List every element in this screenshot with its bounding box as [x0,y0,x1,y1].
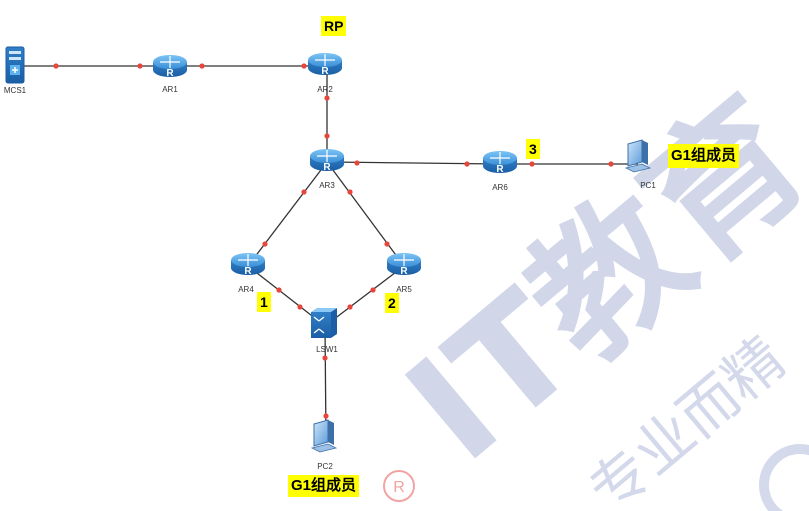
svg-text:R: R [321,66,329,77]
port-dot [199,63,205,69]
router-ar5[interactable]: R AR5 [387,253,421,294]
port-dot [347,304,353,310]
path-number-3: 3 [526,139,540,159]
port-dot [608,161,614,167]
server-icon [5,46,25,84]
computer-icon [310,419,338,453]
port-dot [301,189,307,195]
port-dot [464,161,470,167]
watermark-ring [759,444,809,511]
device-label: AR1 [162,85,178,94]
port-dot [262,241,268,247]
router-ar3[interactable]: R AR3 [310,149,344,190]
group-member-label-pc2: G1组成员 [288,475,360,497]
port-dot [297,304,303,310]
router-ar1[interactable]: R AR1 [153,55,187,94]
port-dot [53,63,59,69]
port-dot [301,63,307,69]
port-dot [347,189,353,195]
port-dot [322,355,328,361]
svg-text:R: R [323,162,331,173]
pc-pc1[interactable]: PC1 [624,139,656,190]
link-ar5-lsw1 [324,265,405,327]
group-member-label-pc1: G1组成员 [668,144,740,168]
port-dot [384,241,390,247]
registered-seal-letter: R [393,479,405,496]
rp-label: RP [321,16,347,36]
svg-text:R: R [496,164,504,175]
router-icon: R [483,151,517,175]
link-ar3-ar4 [247,161,328,267]
device-label: MCS1 [4,86,27,95]
device-label: LSW1 [316,345,338,354]
device-label: AR2 [317,85,333,94]
device-label: AR6 [492,183,508,192]
computer-icon [624,139,652,173]
switch-lsw1[interactable]: LSW1 [311,308,338,354]
router-icon: R [308,53,342,77]
watermark-text: IT教育 [376,67,809,495]
router-icon: R [387,253,421,277]
server-mcs1[interactable]: MCS1 [4,46,27,95]
port-dot [137,63,143,69]
registered-seal: R [383,470,415,502]
pc-pc2[interactable]: PC2 [310,419,338,471]
port-dot [323,413,329,419]
router-icon: R [153,55,187,79]
switch-icon [311,308,337,338]
svg-text:R: R [166,68,174,79]
router-icon: R [231,253,265,277]
device-label: AR5 [396,285,412,294]
path-number-1: 1 [257,292,271,312]
port-dot [276,287,282,293]
router-ar2[interactable]: R AR2 [308,53,342,94]
port-dot [324,133,330,139]
watermark: IT教育 专业而精 R [376,67,809,511]
port-markers [53,63,614,419]
router-ar6[interactable]: R AR6 [483,151,517,192]
router-ar4[interactable]: R AR4 [231,253,265,294]
path-number-2: 2 [385,293,399,313]
port-dot [529,161,535,167]
device-label: PC1 [640,181,656,190]
device-label: AR4 [238,285,254,294]
port-dot [370,287,376,293]
svg-text:R: R [400,266,408,277]
link-ar3-ar5 [326,161,405,267]
router-icon: R [310,149,344,173]
port-dot [324,95,330,101]
device-label: AR3 [319,181,335,190]
device-label: PC2 [317,462,333,471]
links [22,65,638,441]
svg-text:R: R [244,266,252,277]
port-dot [354,160,360,166]
